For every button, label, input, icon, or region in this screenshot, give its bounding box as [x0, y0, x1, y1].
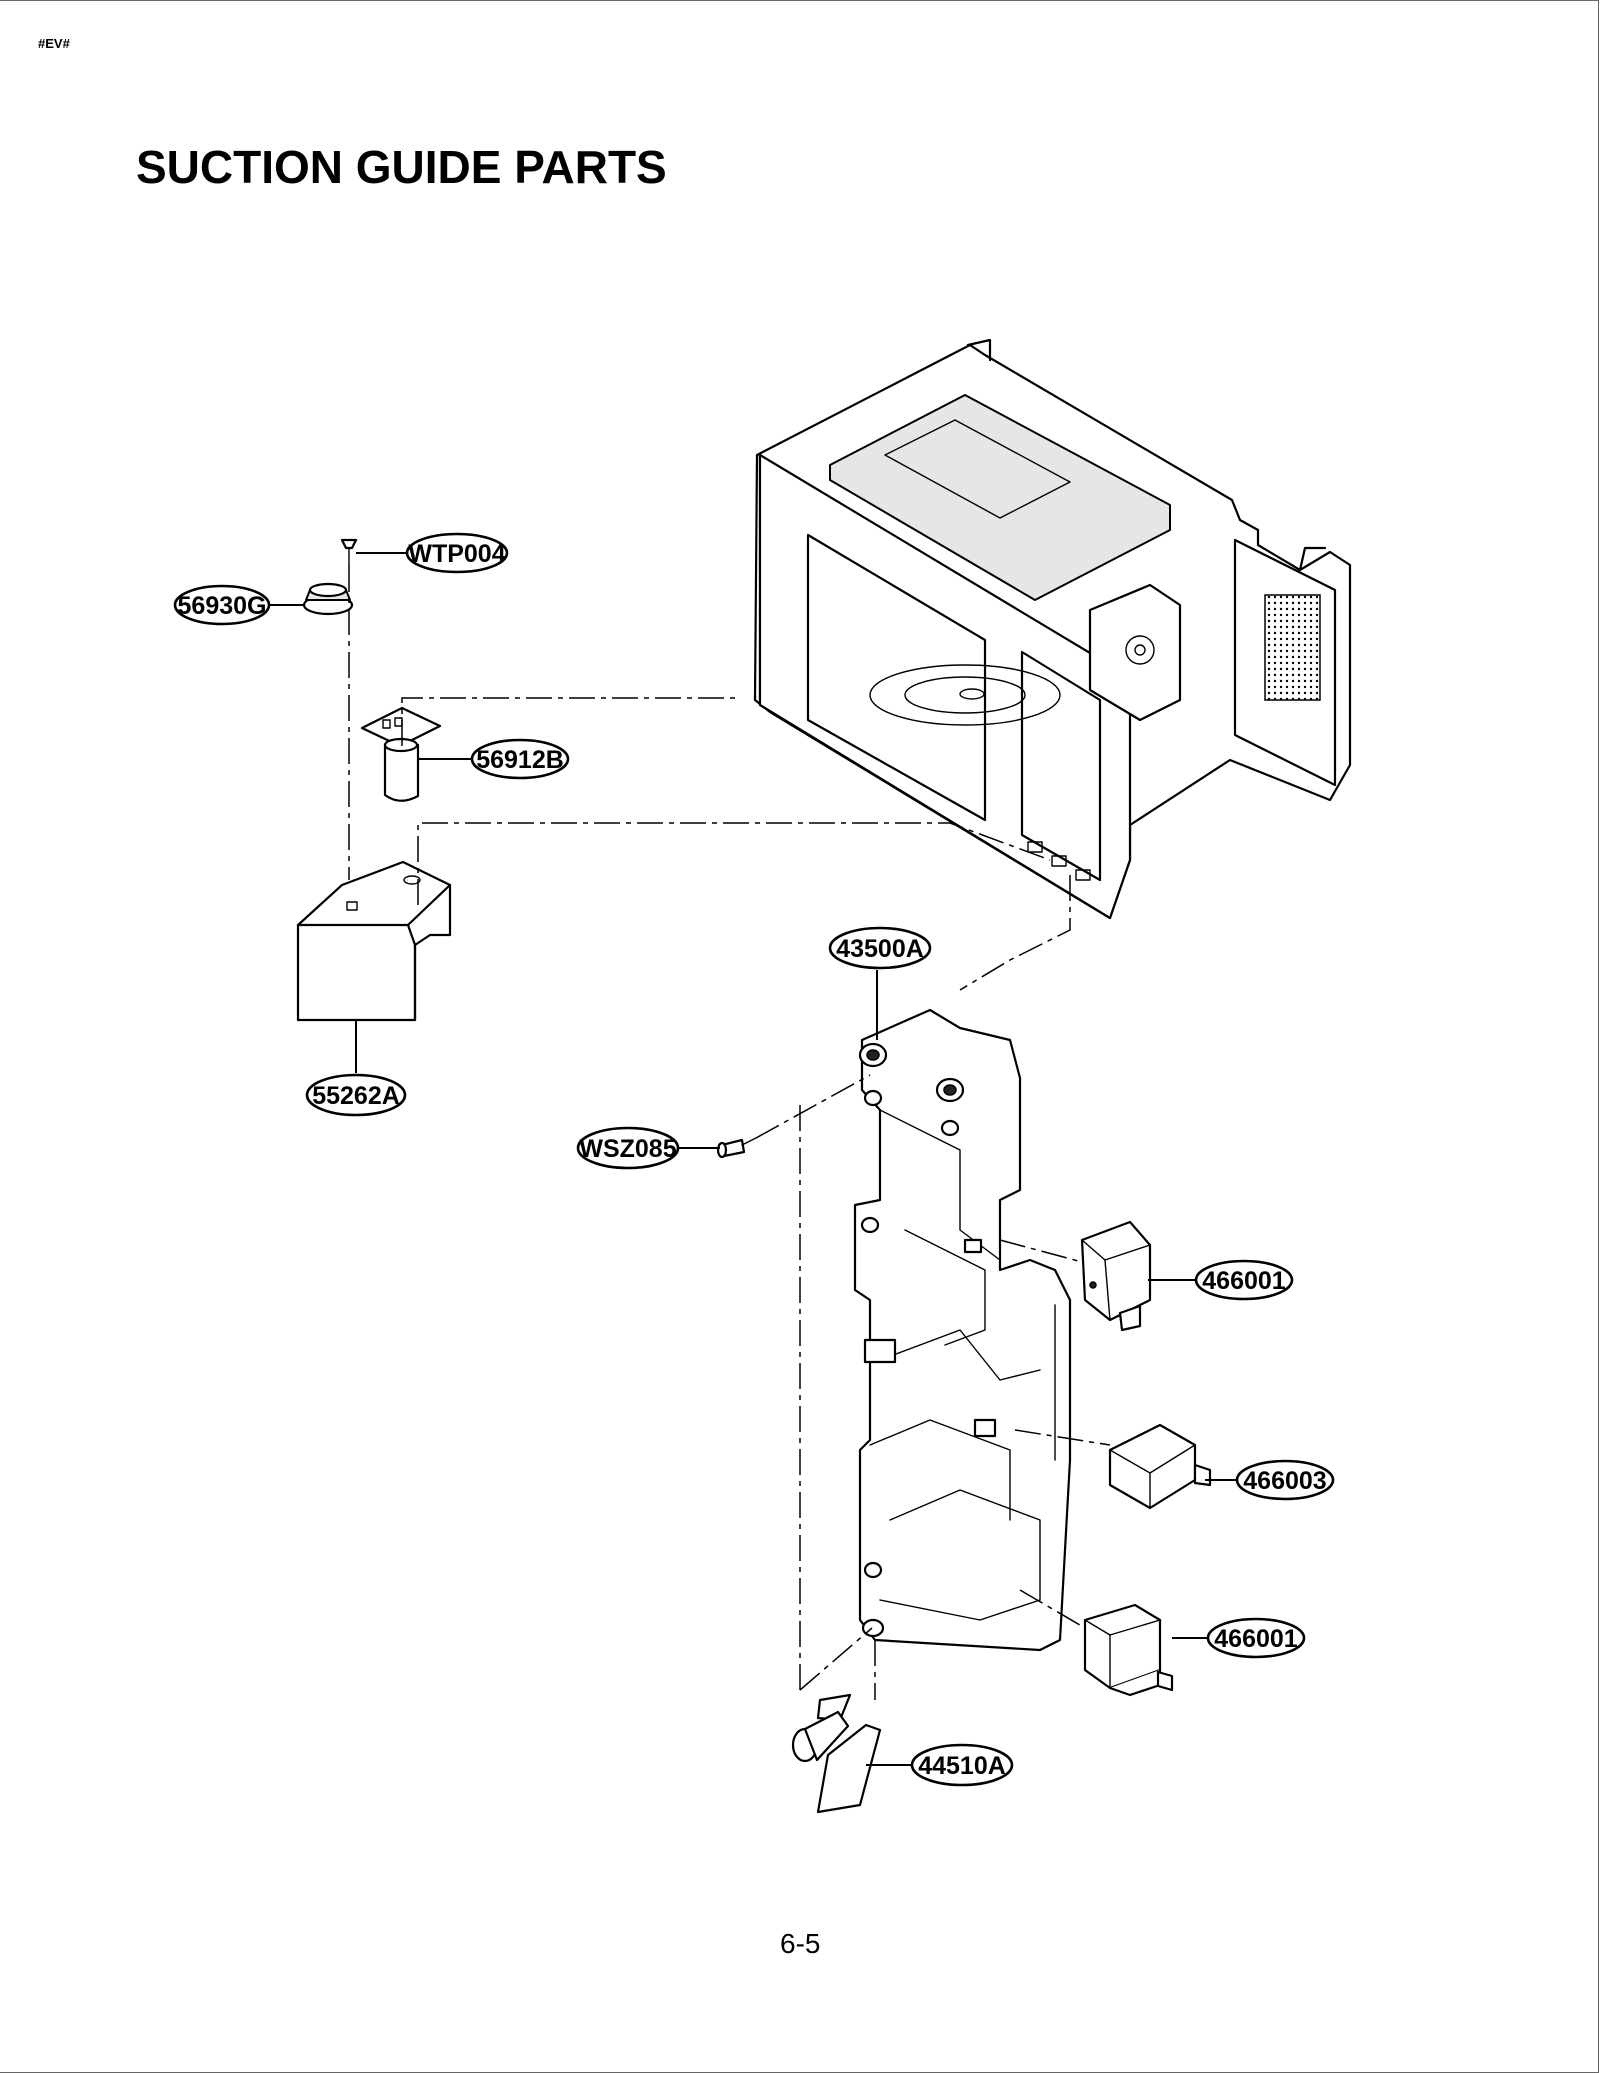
page-title: SUCTION GUIDE PARTS	[136, 141, 667, 193]
callout-wsz085-label: WSZ085	[579, 1135, 676, 1163]
switch-466003-icon	[1108, 1423, 1212, 1510]
callout-56930g-label: 56930G	[178, 592, 267, 620]
switch-466001-lower-icon	[1083, 1603, 1174, 1697]
oven-cavity-assembly	[753, 338, 1352, 920]
document-code: #EV#	[38, 36, 70, 51]
callout-44510a-label: 44510A	[918, 1752, 1006, 1780]
lever-44510a-icon	[791, 1693, 882, 1814]
callout-44510a: 44510A	[910, 1743, 1014, 1787]
callout-wtp004: WTP004	[405, 532, 509, 574]
callout-56912b-label: 56912B	[476, 746, 564, 774]
callout-56930g: 56930G	[173, 584, 271, 626]
bracket-55262a-icon	[296, 860, 452, 1022]
callout-43500a: 43500A	[828, 926, 932, 970]
thermostat-56930g-icon	[302, 582, 354, 616]
callout-466003-label: 466003	[1243, 1467, 1326, 1495]
callout-466001-upper-label: 466001	[1202, 1267, 1286, 1295]
switch-466001-upper-icon	[1080, 1220, 1152, 1332]
callout-56912b: 56912B	[470, 738, 570, 780]
page-number: 6-5	[780, 1928, 821, 1959]
callout-55262a-label: 55262A	[312, 1082, 400, 1110]
screw-wsz085-icon	[716, 1137, 757, 1159]
callout-466001-lower-label: 466001	[1214, 1625, 1298, 1653]
callout-55262a: 55262A	[305, 1073, 407, 1117]
lamp-56912b-icon	[360, 706, 442, 802]
callout-466003: 466003	[1235, 1459, 1335, 1501]
callout-wtp004-label: WTP004	[408, 540, 505, 568]
callout-466001-lower: 466001	[1206, 1617, 1306, 1659]
callout-43500a-label: 43500A	[836, 935, 924, 963]
screw-wtp004-icon	[340, 538, 358, 567]
assembly-guide-lines	[348, 566, 1111, 1700]
callout-leader-lines	[268, 552, 1238, 1766]
callout-wsz085: WSZ085	[576, 1126, 680, 1170]
callout-466001-upper: 466001	[1194, 1259, 1294, 1301]
latch-board-43500a-icon	[853, 1008, 1072, 1652]
